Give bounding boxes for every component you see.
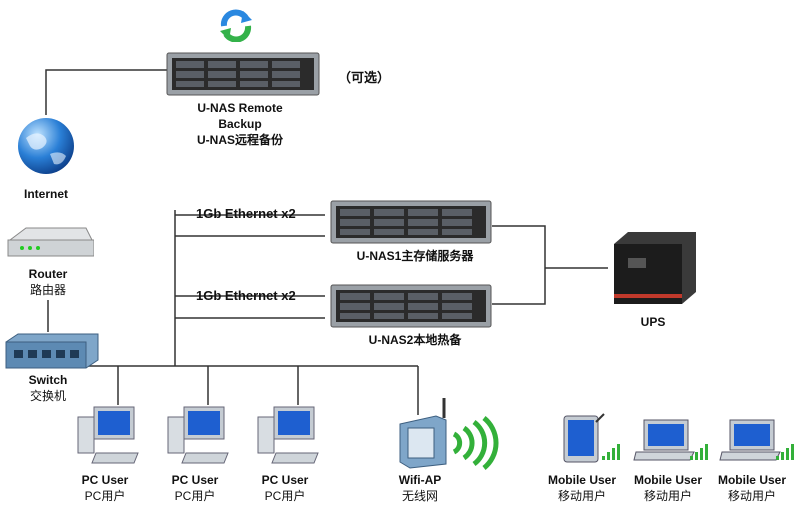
internet-label: Internet — [23, 187, 68, 201]
pc-user-2-name: PC User — [171, 473, 219, 487]
optional-note: （可选） — [338, 70, 391, 85]
pc-user-1-name: PC User — [81, 473, 129, 487]
nas2-label: U-NAS2本地热备 — [368, 333, 462, 347]
mobile-user-1-name: Mobile User — [547, 473, 616, 487]
mobile-user-3-name: Mobile User — [717, 473, 786, 487]
pc-user-3-label: PC User PC用户 — [250, 472, 320, 504]
mobile-user-2-label: Mobile User 移动用户 — [626, 472, 710, 504]
pc-user-1-icon — [77, 406, 139, 464]
nas1-link-label: 1Gb Ethernet x2 — [196, 206, 296, 221]
switch-icon — [5, 333, 99, 369]
sync-icon — [220, 9, 252, 42]
mobile-user-3-icon — [719, 419, 794, 461]
remote-backup-name-zh: U-NAS远程备份 — [197, 133, 283, 147]
remote-backup-name-line1: U-NAS Remote — [197, 101, 283, 115]
wifi-name-zh: 无线网 — [401, 489, 438, 503]
switch-name-zh: 交换机 — [29, 389, 66, 403]
router-label: Router 路由器 — [8, 266, 88, 298]
nas1-label: U-NAS1主存储服务器 — [356, 249, 474, 263]
remote-backup-server-icon — [166, 52, 320, 96]
link-internet-remote — [45, 69, 170, 115]
pc-user-2-label: PC User PC用户 — [160, 472, 230, 504]
router-name-zh: 路由器 — [29, 283, 66, 297]
router-icon — [7, 227, 94, 257]
nas1-server-icon — [330, 200, 492, 244]
switch-name: Switch — [28, 373, 68, 387]
pc-user-3-name: PC User — [261, 473, 309, 487]
pc-user-3-icon — [257, 406, 319, 464]
pc-user-2-icon — [167, 406, 229, 464]
mobile-user-2-icon — [633, 419, 708, 461]
globe-icon — [18, 118, 74, 174]
mobile-user-3-label: Mobile User 移动用户 — [710, 472, 794, 504]
mobile-user-2-name-zh: 移动用户 — [643, 489, 692, 503]
ups-icon — [614, 232, 696, 304]
remote-backup-label: U-NAS Remote Backup U-NAS远程备份 — [170, 100, 310, 148]
mobile-user-2-name: Mobile User — [633, 473, 702, 487]
mobile-user-3-name-zh: 移动用户 — [727, 489, 776, 503]
wifi-label: Wifi-AP 无线网 — [380, 472, 460, 504]
link-nas1-ups — [492, 225, 546, 305]
mobile-user-1-name-zh: 移动用户 — [557, 489, 606, 503]
pc-user-2-name-zh: PC用户 — [174, 489, 216, 503]
pc-user-1-name-zh: PC用户 — [84, 489, 126, 503]
nas2-server-icon — [330, 284, 492, 328]
remote-backup-name-line2: Backup — [218, 117, 262, 131]
mobile-user-1-label: Mobile User 移动用户 — [540, 472, 624, 504]
switch-label: Switch 交换机 — [8, 372, 88, 404]
ups-label: UPS — [640, 315, 666, 329]
mobile-user-1-icon — [563, 413, 620, 463]
pc-user-1-label: PC User PC用户 — [70, 472, 140, 504]
pc-user-3-name-zh: PC用户 — [264, 489, 306, 503]
router-name: Router — [28, 267, 68, 281]
nas2-link-label: 1Gb Ethernet x2 — [196, 288, 296, 303]
wifi-name: Wifi-AP — [398, 473, 442, 487]
wifi-ap-icon — [399, 398, 499, 470]
